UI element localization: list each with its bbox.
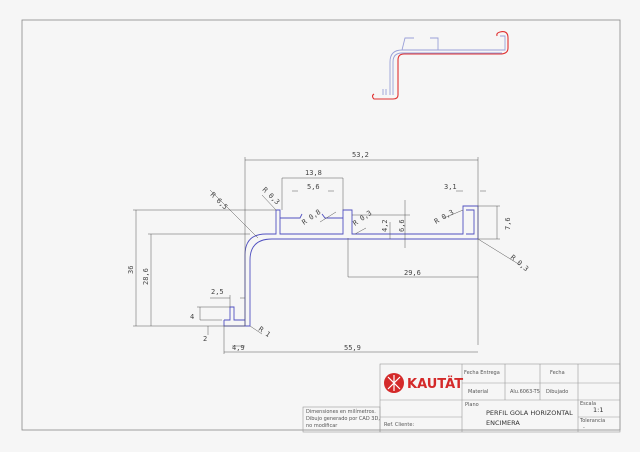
dim-foot-width: 2,5 [211,288,224,296]
escala-label: Escala [580,401,596,407]
plano-line2: ENCIMERA [486,419,520,427]
dim-channel-width: 13,8 [305,169,322,177]
plano-line1: PERFIL GOLA HORIZONTAL [486,409,573,417]
dibujado-label: Dibujado [546,389,568,395]
dim-span: 29,6 [404,269,421,277]
sheet-frame [21,19,621,431]
material-value: Alu.6063-T5 [510,389,540,395]
escala-value: 1:1 [593,406,603,414]
brand-name: KAUTÄT [407,376,463,392]
tolerancia-value: - [583,425,585,431]
dim-lip-height: 7,6 [504,217,512,230]
dim-foot-thickness: 2 [203,335,207,343]
dim-height-a: 4,2 [381,219,389,232]
fecha-label: Fecha [550,370,565,376]
dim-lip-width: 3,1 [444,183,457,191]
notes-line1: Dimensiones en milímetros. [306,408,376,415]
tolerancia-label: Tolerancia [579,418,605,424]
dim-total-width: 55,9 [344,344,361,352]
kautat-logo: KAUTÄT [384,373,463,393]
profile-thumbnail [371,31,509,100]
dim-radius-b: R 0,8 [301,208,323,227]
dim-foot-height: 4 [190,313,194,321]
material-label: Material [468,389,488,395]
plano-label: Plano [465,402,479,408]
ref-cliente-label: Ref. Cliente: [384,422,414,428]
dim-height-vertical: 28,6 [142,268,150,285]
dimension-labels: 53,2 13,8 5,6 3,1 R 6,5 R 0,3 R 0,8 R 0,… [127,151,530,352]
dim-foot-offset: 4,9 [232,344,245,352]
notes-line2: Dibujo generado por CAD 3D, [306,416,380,422]
dim-radius-bend: R 6,5 [209,191,230,212]
dim-radius-foot: R 1 [257,325,272,339]
notes-line3: no modificar [306,423,338,429]
dim-channel-opening: 5,6 [307,183,320,191]
dim-radius-d: R 0,3 [433,208,455,225]
dimension-lines [133,157,521,354]
fecha-entrega-label: Fecha Entrega [464,370,500,376]
dim-radius-c: R 0,3 [352,209,374,228]
dim-overall-width: 53,2 [352,151,369,159]
title-block [302,363,621,433]
dim-height-b: 6,6 [398,219,406,232]
dim-radius-a: R 0,3 [261,186,282,207]
dim-radius-e: R 0,3 [509,253,530,273]
dim-total-height: 36 [127,266,135,274]
